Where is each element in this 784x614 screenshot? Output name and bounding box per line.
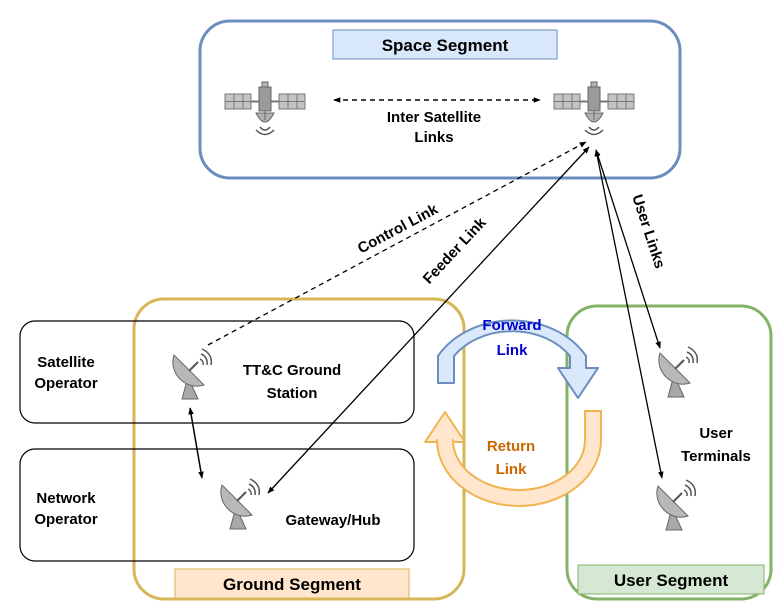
user-terminals-label-2: Terminals (681, 448, 751, 465)
space-segment-title: Space Segment (382, 36, 509, 55)
user-segment-label-box (577, 564, 765, 595)
user-link-arrow-bottom (594, 149, 664, 479)
forward-link-label-2: Link (497, 342, 528, 359)
network-operator-label-1: Network (36, 490, 96, 507)
user-terminal-dish-icon-top (657, 346, 699, 398)
gateway-dish-icon (219, 478, 261, 530)
satellite-icon-right (553, 81, 635, 136)
satellite-icon-left (224, 81, 306, 136)
forward-link-label-1: Forward (482, 317, 541, 334)
user-terminals-label-1: User (699, 425, 733, 442)
return-link-label-1: Return (487, 438, 535, 455)
user-segment-title: User Segment (614, 571, 729, 590)
ttc-station-label-1: TT&C Ground (243, 362, 341, 379)
return-link-arrow (424, 410, 602, 507)
forward-link-arrow (437, 319, 599, 399)
space-segment-label-box (332, 29, 558, 60)
user-links-label: User Links (628, 193, 668, 271)
return-link-label-2: Link (496, 461, 527, 478)
ttc-dish-icon (171, 348, 213, 400)
ground-segment-label-box (174, 568, 410, 599)
gateway-label: Gateway/Hub (285, 512, 380, 529)
control-link-label: Control Link (355, 200, 442, 257)
satellite-operator-box (19, 320, 415, 424)
feeder-link-arrow (267, 146, 590, 494)
ttc-gateway-arrow (188, 407, 204, 479)
network-operator-label-2: Operator (34, 511, 98, 528)
ground-segment-title: Ground Segment (223, 575, 361, 594)
control-link-arrow (207, 141, 587, 346)
satellite-operator-label-1: Satellite (37, 354, 95, 371)
satellite-operator-label-2: Operator (34, 375, 98, 392)
inter-satellite-label-2: Links (414, 129, 453, 146)
ttc-station-label-2: Station (267, 385, 318, 402)
user-terminal-dish-icon-bottom (655, 479, 697, 531)
network-operator-box (19, 448, 415, 562)
inter-satellite-label-1: Inter Satellite (387, 109, 481, 126)
